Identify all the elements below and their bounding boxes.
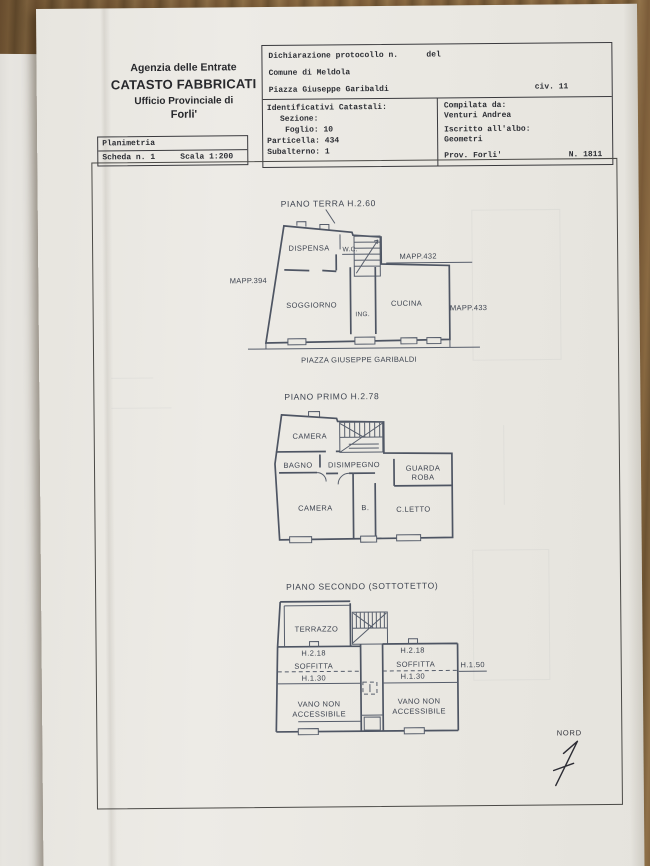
office-line: Ufficio Provinciale di: [134, 95, 234, 108]
agency-header: Agenzia delle Entrate CATASTO FABBRICATI…: [99, 61, 268, 121]
protocol-label: Dichiarazione protocollo n.: [268, 50, 399, 61]
compiler-name: Venturi Andrea: [443, 110, 512, 120]
plan-piano-terra: PIANO TERRA H.2.60 DISPENSA W.C. SOGGIOR…: [230, 198, 488, 365]
floorplan-drawings: PIANO TERRA H.2.60 DISPENSA W.C. SOGGIOR…: [111, 198, 582, 787]
room-cletto: C.LETTO: [396, 505, 430, 514]
height-h218-right: H.2.18: [400, 646, 425, 655]
mapp-432-label: MAPP.432: [399, 252, 436, 261]
albo-value: Geometri: [444, 134, 483, 144]
compiler-info: Compilata da: Venturi Andrea Iscritto al…: [438, 97, 613, 165]
cadastral-document-sheet: Agenzia delle Entrate CATASTO FABBRICATI…: [36, 3, 645, 866]
plan-piano-secondo: PIANO SECONDO (SOTTOTETTO) TERRAZZO H.2.…: [275, 581, 487, 736]
north-arrow-icon: [552, 740, 579, 787]
room-wc: W.C.: [342, 246, 357, 253]
plan-piano-primo: PIANO PRIMO H.2.78 CAMERA BAGNO DISIMPEG…: [274, 391, 454, 544]
room-vano-right-1: VANO NON: [398, 696, 441, 705]
cadastral-identifiers: Identificativi Catastali: Sezione: Fogli…: [262, 98, 439, 167]
room-guarda: GUARDA: [406, 463, 441, 472]
room-terrazzo: TERRAZZO: [295, 624, 339, 633]
height-h130-left: H.1.30: [302, 673, 327, 682]
room-vano-left-2: ACCESSIBILE: [292, 709, 346, 718]
room-vano-right-2: ACCESSIBILE: [392, 706, 446, 715]
room-bagno: BAGNO: [283, 461, 312, 470]
agency-name: Agenzia delle Entrate: [130, 61, 237, 75]
height-h150: H.1.50: [460, 660, 485, 669]
scheda-label: Scheda n. 1: [102, 152, 156, 163]
scala-label: Scala 1:200: [180, 152, 234, 162]
address-label: Piazza Giuseppe Garibaldi: [268, 84, 389, 95]
room-vano-left-1: VANO NON: [298, 699, 341, 708]
room-roba: ROBA: [412, 473, 435, 482]
mapp-394-label: MAPP.394: [230, 276, 267, 285]
room-soggiorno: SOGGIORNO: [286, 300, 337, 309]
room-b: B.: [361, 503, 369, 512]
declaration-lower: Identificativi Catastali: Sezione: Fogli…: [262, 97, 613, 167]
height-h130-right: H.1.30: [401, 672, 426, 681]
street-label: PIAZZA GIUSEPPE GARIBALDI: [301, 355, 417, 365]
north-indicator: NORD: [552, 728, 582, 787]
plan-terra-title: PIANO TERRA H.2.60: [281, 198, 376, 209]
declaration-header: Dichiarazione protocollo n. del Comune d…: [262, 42, 612, 101]
catasto-title: CATASTO FABBRICATI: [110, 76, 257, 93]
room-camera-top: CAMERA: [292, 431, 327, 440]
room-cucina: CUCINA: [391, 299, 422, 308]
office-city: Forli': [170, 108, 198, 121]
room-ing: ING.: [355, 311, 370, 318]
subalterno: Subalterno: 1: [267, 147, 330, 157]
declaration-box: Dichiarazione protocollo n. del Comune d…: [261, 41, 614, 168]
room-dispensa: DISPENSA: [288, 243, 329, 252]
civic-number: civ. 11: [534, 82, 569, 92]
room-camera-bottom: CAMERA: [298, 503, 333, 512]
plan-primo-title: PIANO PRIMO H.2.78: [284, 391, 379, 402]
comune-label: Comune di Meldola: [268, 68, 351, 78]
room-disimpegno: DISIMPEGNO: [328, 460, 380, 469]
page-bleed-through: [111, 208, 562, 681]
room-soffitta-left: SOFFITTA: [294, 661, 333, 670]
height-h218-left: H.2.18: [301, 648, 326, 657]
plan-secondo-title: PIANO SECONDO (SOTTOTETTO): [286, 581, 438, 592]
mapp-433-label: MAPP.433: [450, 303, 487, 312]
nord-label: NORD: [557, 728, 582, 737]
room-soffitta-right: SOFFITTA: [396, 660, 435, 669]
del-label: del: [426, 50, 441, 60]
planimetria-label: Planimetria: [98, 136, 248, 152]
